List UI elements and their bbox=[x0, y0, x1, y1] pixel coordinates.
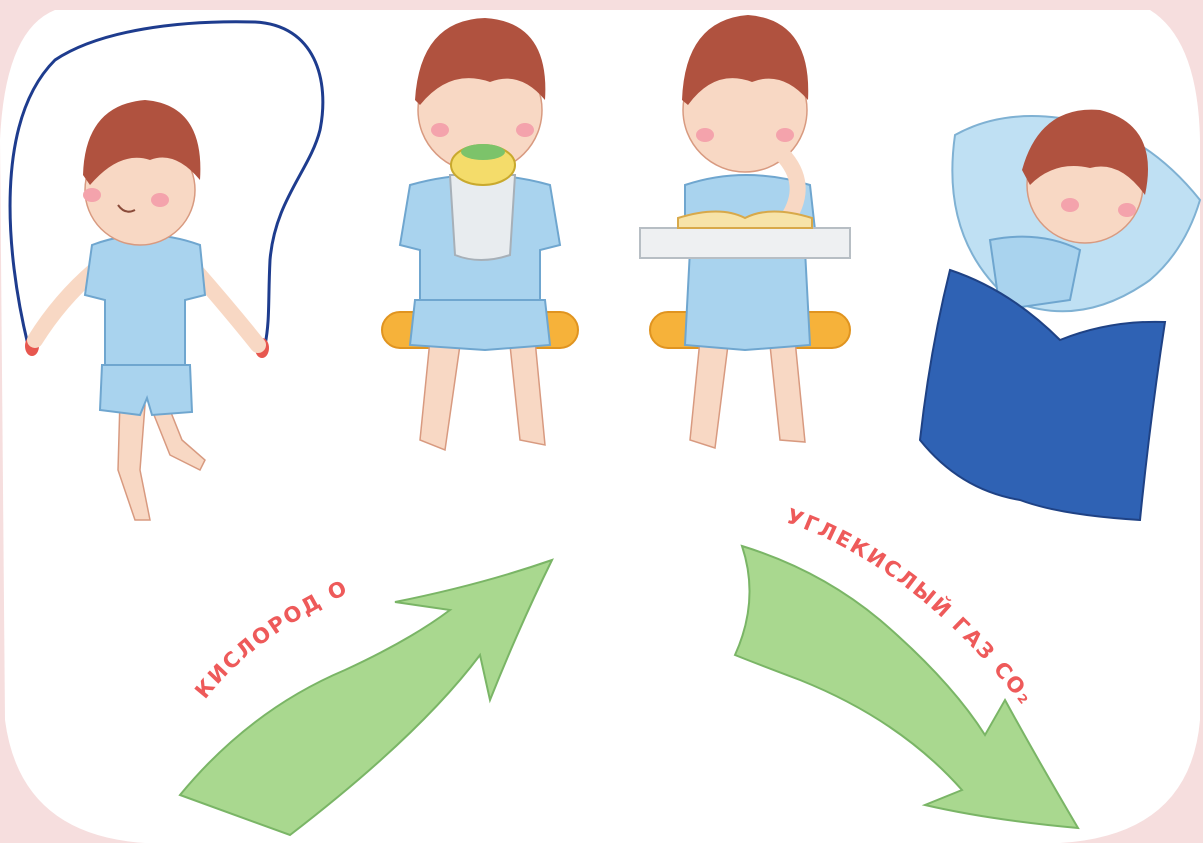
sandwich-icon bbox=[450, 144, 515, 260]
